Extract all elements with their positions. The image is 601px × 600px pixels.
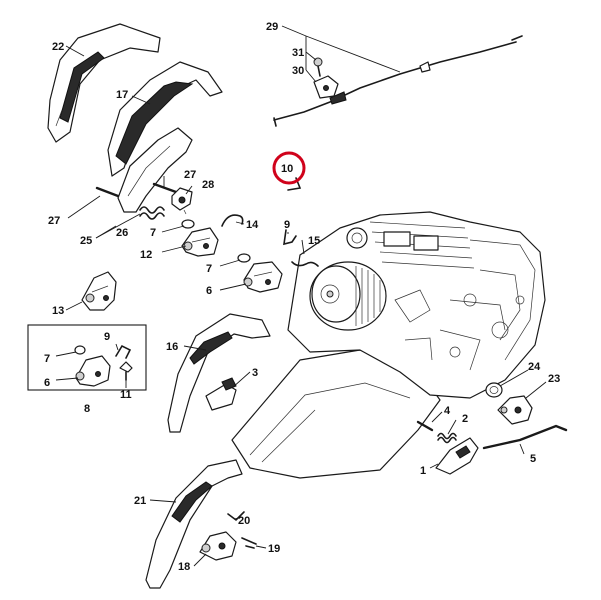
highlight-ring-part-10 <box>272 151 306 185</box>
label-11: 11 <box>120 389 132 401</box>
label-21: 21 <box>134 495 146 507</box>
part-28-bracket <box>171 187 193 215</box>
label-8: 8 <box>84 403 90 415</box>
label-26: 26 <box>116 227 128 239</box>
label-5: 5 <box>530 453 536 465</box>
part-27-pin-upper <box>152 182 178 194</box>
label-22: 22 <box>52 41 64 53</box>
part-7-collar-group <box>74 345 86 355</box>
part-3-bracket <box>205 377 237 411</box>
label-24: 24 <box>528 361 541 373</box>
part-12-assembly <box>181 227 219 257</box>
part-9-wire-upper <box>283 229 297 246</box>
part-6-assembly-upper <box>243 261 283 293</box>
part-21-handle <box>145 459 243 589</box>
part-14-wire <box>221 214 244 227</box>
part-7-collar-mid <box>237 253 251 263</box>
part-31-screw <box>313 57 323 77</box>
part-1-trigger <box>435 437 479 475</box>
label-1: 1 <box>420 465 426 477</box>
part-13-assembly <box>81 271 117 311</box>
part-30-bracket <box>313 75 339 99</box>
part-5-rod <box>482 424 568 450</box>
part-15-wire <box>291 261 319 267</box>
spring-near-26 <box>139 206 165 220</box>
leader-lines <box>55 25 547 567</box>
label-7-mid: 7 <box>206 263 212 275</box>
part-29-cable <box>273 35 523 127</box>
label-18: 18 <box>178 561 190 573</box>
label-13: 13 <box>52 305 64 317</box>
part-17-shell <box>107 61 223 177</box>
part-4-pin <box>416 420 434 432</box>
label-3: 3 <box>252 367 258 379</box>
part-22-shell <box>47 23 161 143</box>
label-16: 16 <box>166 341 178 353</box>
chainsaw-body <box>231 211 546 479</box>
part-18-assembly <box>199 531 237 561</box>
part-2-spring <box>437 432 457 444</box>
part-26-shell <box>117 127 193 213</box>
label-2: 2 <box>462 413 468 425</box>
part-labels: 22 17 27 25 26 27 28 14 7 12 9 10 15 7 6… <box>44 21 560 573</box>
label-27-left: 27 <box>48 215 60 227</box>
label-10: 10 <box>281 163 293 175</box>
label-30: 30 <box>292 65 304 77</box>
label-7-group: 7 <box>44 353 50 365</box>
label-17: 17 <box>116 89 128 101</box>
label-28: 28 <box>202 179 214 191</box>
label-23: 23 <box>548 373 560 385</box>
part-11-screw <box>119 361 133 381</box>
label-14: 14 <box>246 219 259 231</box>
label-12: 12 <box>140 249 152 261</box>
label-9-group: 9 <box>104 331 110 343</box>
label-9-upper: 9 <box>284 219 290 231</box>
label-31: 31 <box>292 47 304 59</box>
label-6-upper: 6 <box>206 285 212 297</box>
part-24-bushing <box>485 382 503 398</box>
part-27-pin-left <box>95 186 120 198</box>
label-27-upper: 27 <box>184 169 196 181</box>
part-6-assembly-group <box>75 355 111 387</box>
label-7-upper: 7 <box>150 227 156 239</box>
label-25: 25 <box>80 235 92 247</box>
label-6-group: 6 <box>44 377 50 389</box>
part-7-collar-upper <box>181 219 195 229</box>
label-15: 15 <box>308 235 320 247</box>
part-23-assembly <box>497 395 533 425</box>
part-9-wire-group <box>115 344 132 359</box>
part-16-handle <box>167 313 271 433</box>
label-4: 4 <box>444 405 451 417</box>
part-8-group-box <box>27 324 147 391</box>
label-20: 20 <box>238 515 250 527</box>
part-19-small <box>241 537 257 549</box>
label-19: 19 <box>268 543 280 555</box>
label-29: 29 <box>266 21 278 33</box>
